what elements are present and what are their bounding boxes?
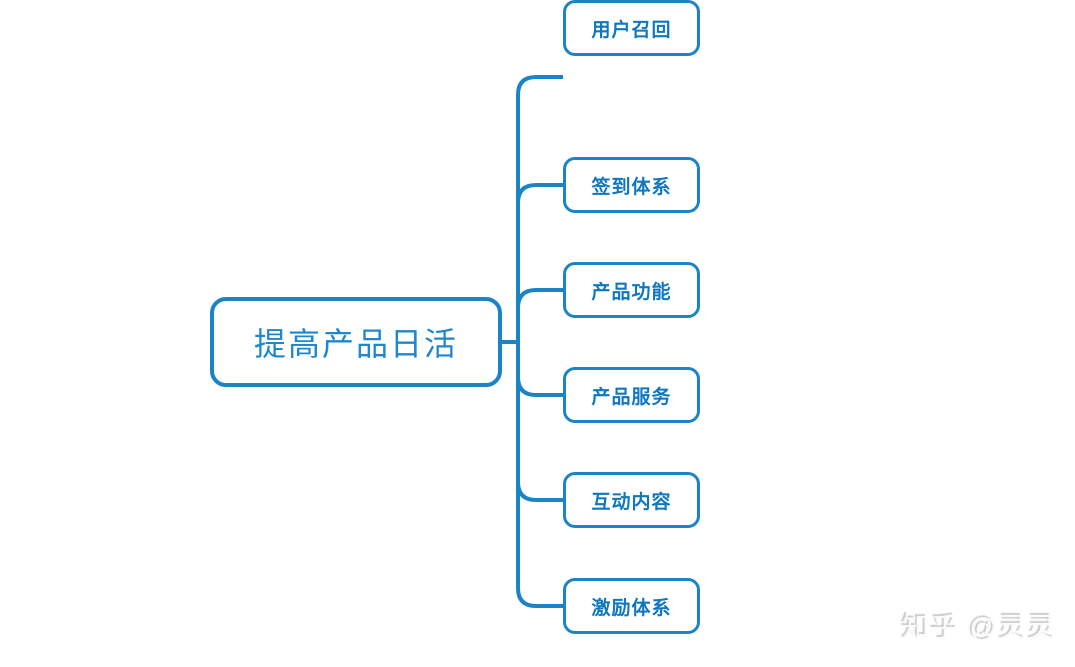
child-node-label: 激励体系 [591, 597, 672, 619]
child-node-label: 产品功能 [591, 281, 672, 303]
child-node-label: 产品服务 [591, 386, 672, 408]
child-node-product-features[interactable]: 产品功能 [563, 262, 700, 318]
watermark: 知乎 @灵灵 [902, 613, 1057, 643]
child-node-label: 互动内容 [591, 491, 672, 513]
root-node[interactable]: 提高产品日活 [210, 297, 502, 387]
child-node-incentive-system[interactable]: 激励体系 [563, 578, 700, 634]
child-node-checkin-system[interactable]: 签到体系 [563, 157, 700, 213]
root-node-label: 提高产品日活 [253, 326, 458, 362]
child-node-label: 用户召回 [591, 19, 672, 41]
child-node-user-recall[interactable]: 用户召回 [563, 0, 700, 56]
child-node-product-services[interactable]: 产品服务 [563, 367, 700, 423]
child-node-label: 签到体系 [591, 176, 672, 198]
child-node-interactive-content[interactable]: 互动内容 [563, 472, 700, 528]
